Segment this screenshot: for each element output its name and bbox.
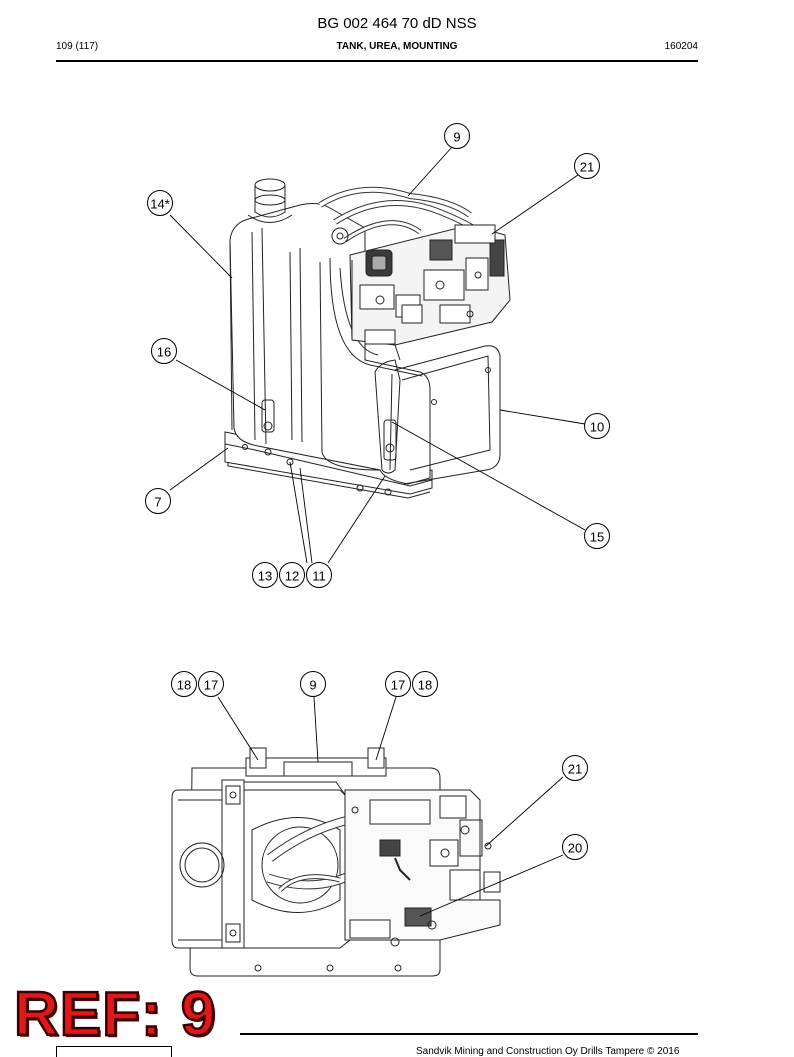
svg-text:10: 10 (590, 420, 604, 435)
callout-21-top: 21 (574, 153, 600, 179)
callout-9-top: 9 (444, 123, 470, 149)
svg-text:9: 9 (309, 678, 316, 693)
leader-lines-bottom (217, 696, 564, 917)
svg-text:15: 15 (590, 530, 604, 545)
callout-14-top: 14* (147, 190, 173, 216)
company-logo (56, 1046, 172, 1057)
callout-12-top: 12 (279, 562, 305, 588)
callout-13-top: 13 (252, 562, 278, 588)
svg-text:17: 17 (391, 678, 405, 693)
leader-lines-top (169, 146, 586, 564)
footer-copyright: Sandvik Mining and Construction Oy Drill… (416, 1046, 680, 1057)
svg-text:17: 17 (204, 678, 218, 693)
svg-text:16: 16 (157, 345, 171, 360)
svg-text:12: 12 (285, 569, 299, 584)
svg-text:21: 21 (580, 160, 594, 175)
callout-21-bottom: 21 (562, 755, 588, 781)
svg-text:9: 9 (453, 130, 460, 145)
svg-text:7: 7 (154, 495, 161, 510)
callout-7-top: 7 (145, 488, 171, 514)
callout-15-top: 15 (584, 523, 610, 549)
svg-text:11: 11 (312, 569, 326, 584)
document-number: BG 002 464 70 dD NSS (317, 15, 477, 32)
callout-9-bottom: 9 (300, 671, 326, 697)
urea-tank-isometric (224, 178, 511, 499)
section-title: TANK, UREA, MOUNTING (336, 41, 458, 52)
callout-18-bottom-right: 18 (412, 671, 438, 697)
svg-text:20: 20 (568, 841, 582, 856)
svg-text:18: 18 (418, 678, 432, 693)
callout-11-top: 11 (306, 562, 332, 588)
svg-text:13: 13 (258, 569, 272, 584)
reference-stamp: REF: 9 (13, 980, 217, 1049)
callout-10-top: 10 (584, 413, 610, 439)
document-date: 160204 (664, 41, 698, 52)
callout-18-bottom-left: 18 (171, 671, 197, 697)
callout-17-bottom-left: 17 (198, 671, 224, 697)
svg-text:14*: 14* (150, 197, 170, 212)
urea-tank-top-view (171, 747, 501, 977)
footer-rule (240, 1033, 698, 1035)
callout-17-bottom-right: 17 (385, 671, 411, 697)
page-number: 109 (117) (56, 41, 99, 52)
svg-text:21: 21 (568, 762, 582, 777)
svg-text:18: 18 (177, 678, 191, 693)
header-rule (56, 60, 698, 62)
callout-20-bottom: 20 (562, 834, 588, 860)
callout-16-top: 16 (151, 338, 177, 364)
